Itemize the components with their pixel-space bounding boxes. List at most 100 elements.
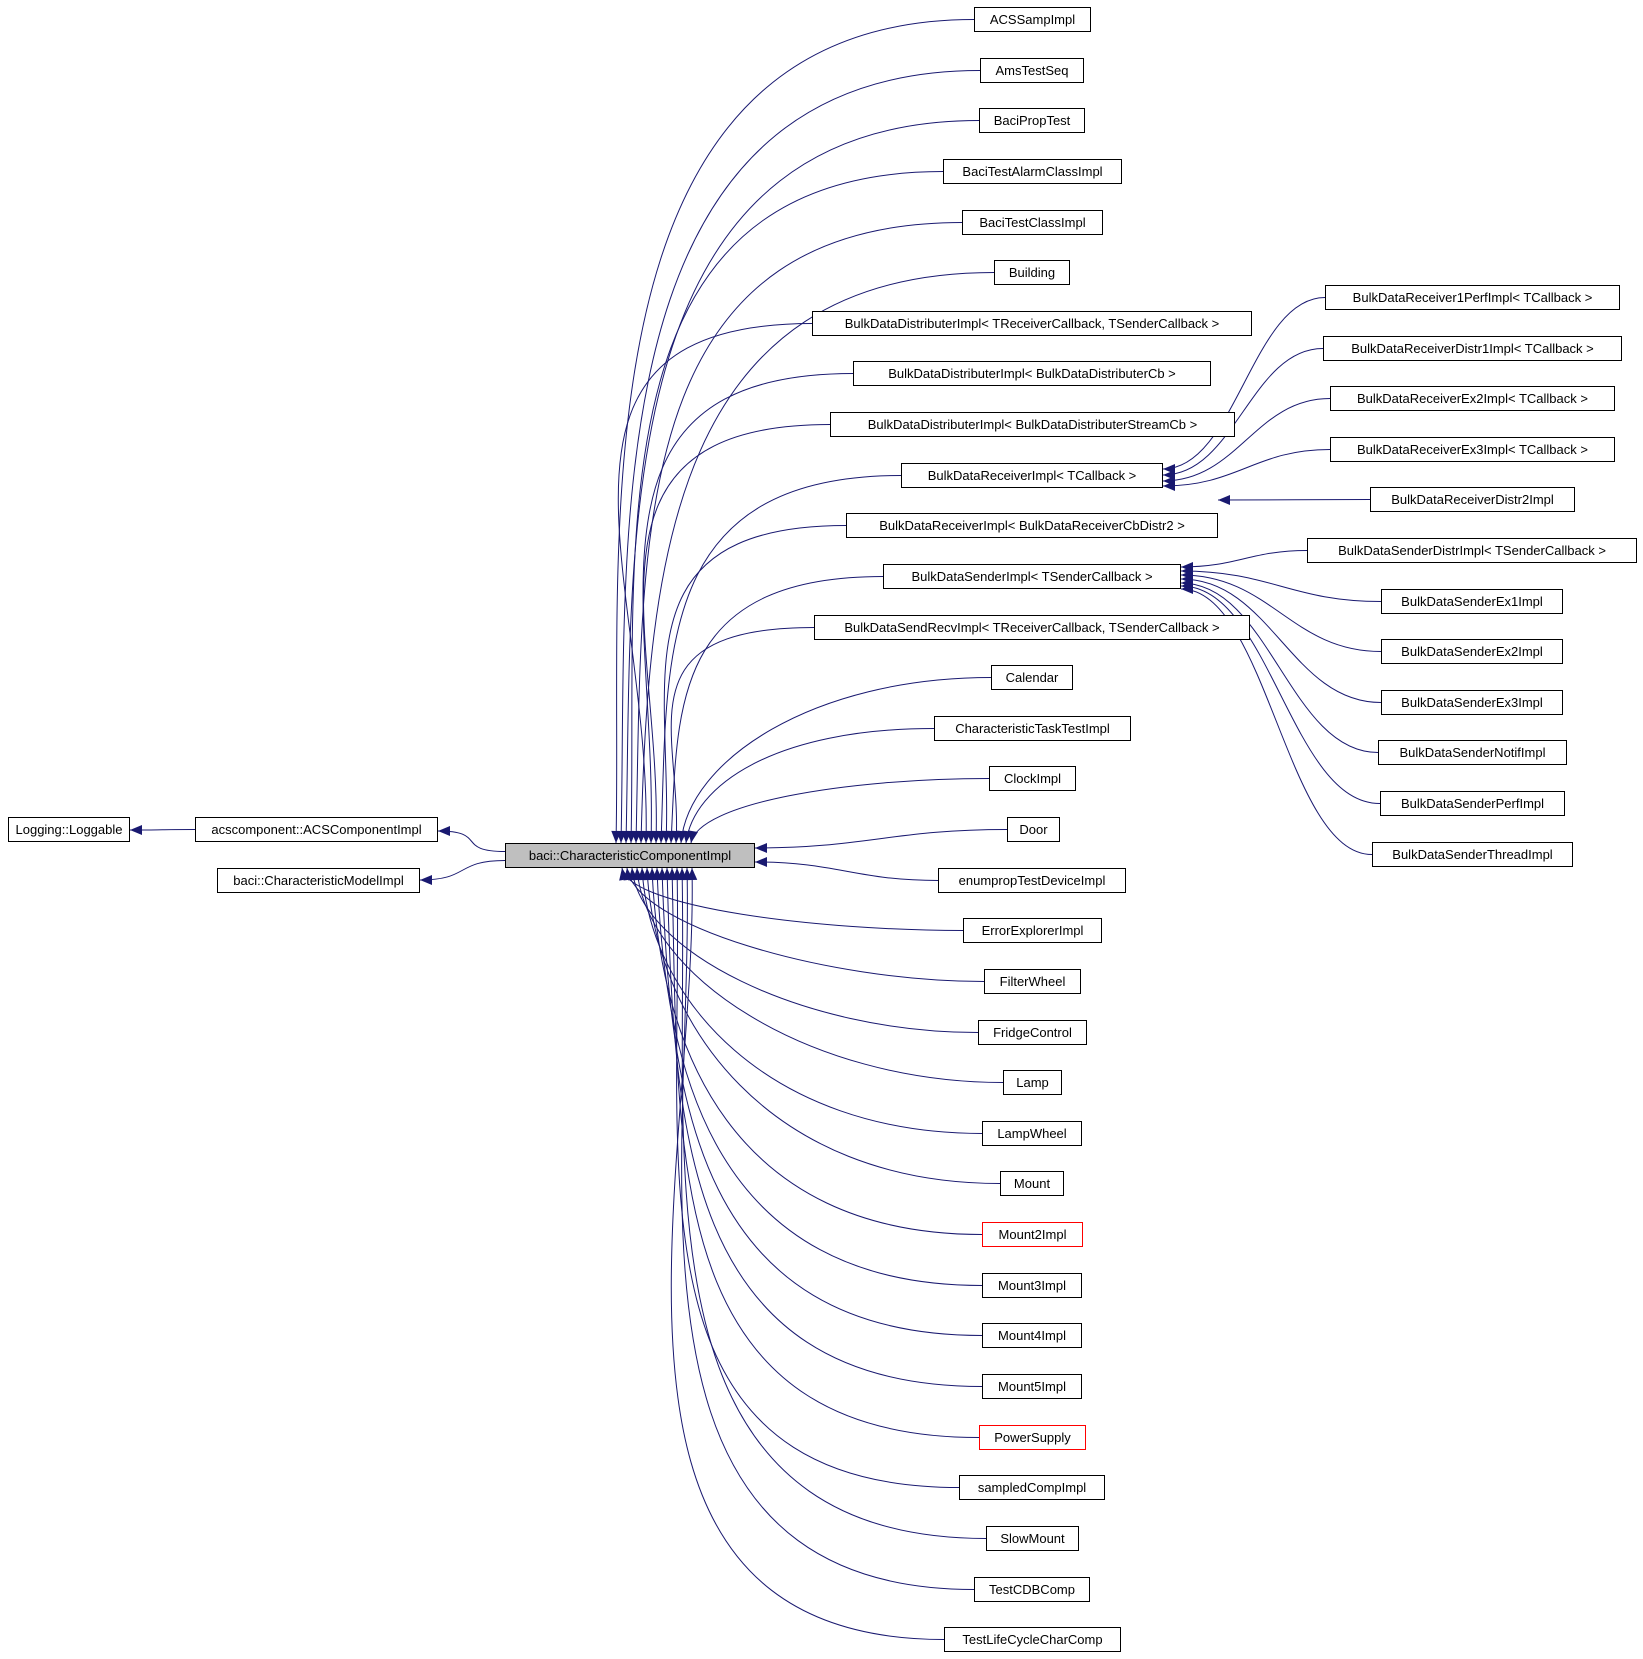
class-node-bdsr[interactable]: BulkDataSendRecvImpl< TReceiverCallback,… <box>814 615 1250 640</box>
inheritance-edge-bds-perf-to-bds-tsender <box>1180 585 1381 804</box>
class-node-lamp[interactable]: Lamp <box>1003 1070 1062 1095</box>
inheritance-edge-error-explorer-impl-to-central <box>621 867 964 931</box>
inheritance-edge-test-life-cycle-char-comp-to-central <box>670 867 945 1640</box>
inheritance-arrowhead <box>1163 481 1175 491</box>
class-node-bdr-ex3[interactable]: BulkDataReceiverEx3Impl< TCallback > <box>1330 437 1615 462</box>
class-node-char-task-test-impl[interactable]: CharacteristicTaskTestImpl <box>934 716 1131 741</box>
class-node-fridge-control[interactable]: FridgeControl <box>978 1020 1087 1045</box>
inheritance-edge-door-to-central <box>754 829 1008 849</box>
inheritance-edge-calendar-to-central <box>680 677 992 844</box>
class-node-bds-tsender[interactable]: BulkDataSenderImpl< TSenderCallback > <box>883 564 1181 589</box>
class-node-sampled-comp-impl[interactable]: sampledCompImpl <box>959 1475 1105 1500</box>
inheritance-edge-acs-samp-impl-to-central <box>615 19 975 844</box>
inheritance-edge-mount4-impl-to-central <box>661 867 983 1336</box>
class-node-acs-samp-impl[interactable]: ACSSampImpl <box>974 7 1091 32</box>
class-node-bds-ex2[interactable]: BulkDataSenderEx2Impl <box>1381 639 1563 664</box>
class-node-ams-test-seq[interactable]: AmsTestSeq <box>980 58 1084 83</box>
class-node-bdr-distr1[interactable]: BulkDataReceiverDistr1Impl< TCallback > <box>1323 336 1622 361</box>
class-node-bdd-trecv-tsend[interactable]: BulkDataDistributerImpl< TReceiverCallba… <box>812 311 1252 336</box>
class-node-building[interactable]: Building <box>994 260 1070 285</box>
class-node-lamp-wheel[interactable]: LampWheel <box>982 1121 1082 1146</box>
inheritance-edge-char-task-test-impl-to-central <box>685 728 935 844</box>
inheritance-edge-bds-notif-to-bds-tsender <box>1180 582 1379 753</box>
inheritance-arrowhead <box>755 843 767 853</box>
inheritance-arrowhead <box>1218 495 1230 505</box>
inheritance-arrowhead <box>755 857 767 867</box>
inheritance-edge-lamp-wheel-to-central <box>641 867 983 1134</box>
inheritance-edge-bds-ex2-to-bds-tsender <box>1180 574 1382 652</box>
inheritance-edge-test-cdb-comp-to-central <box>681 867 975 1590</box>
class-node-baci-test-alarm-class-impl[interactable]: BaciTestAlarmClassImpl <box>943 159 1122 184</box>
inheritance-edge-ams-test-seq-to-central <box>620 70 981 844</box>
class-node-bds-notif[interactable]: BulkDataSenderNotifImpl <box>1378 740 1567 765</box>
inheritance-edge-enumprop-test-device-impl-to-central <box>754 861 939 881</box>
class-node-bdr-tcallback[interactable]: BulkDataReceiverImpl< TCallback > <box>901 463 1163 488</box>
class-node-bds-ex3[interactable]: BulkDataSenderEx3Impl <box>1381 690 1563 715</box>
class-node-bds-ex1[interactable]: BulkDataSenderEx1Impl <box>1381 589 1563 614</box>
class-node-baci-prop-test[interactable]: BaciPropTest <box>979 108 1085 133</box>
class-node-enumprop-test-device-impl[interactable]: enumpropTestDeviceImpl <box>938 868 1126 893</box>
inheritance-arrowhead <box>688 830 698 843</box>
class-node-bdr-distr2[interactable]: BulkDataReceiverDistr2Impl <box>1370 487 1575 512</box>
class-node-modelimpl[interactable]: baci::CharacteristicModelImpl <box>217 868 420 893</box>
class-node-mount2-impl[interactable]: Mount2Impl <box>982 1222 1083 1247</box>
class-node-bds-thread[interactable]: BulkDataSenderThreadImpl <box>1372 842 1573 867</box>
class-node-bds-distr[interactable]: BulkDataSenderDistrImpl< TSenderCallback… <box>1307 538 1637 563</box>
inheritance-edge-slow-mount-to-central <box>681 867 987 1539</box>
class-node-test-cdb-comp[interactable]: TestCDBComp <box>974 1577 1090 1602</box>
inheritance-edge-bdr1-perf-to-bdr-tcallback <box>1162 297 1326 470</box>
inheritance-edge-baci-prop-test-to-central <box>625 120 980 844</box>
inheritance-edge-bdd-streamcb-to-central <box>642 424 831 844</box>
inheritance-arrowhead <box>130 825 142 835</box>
class-node-power-supply[interactable]: PowerSupply <box>979 1425 1086 1450</box>
class-node-mount3-impl[interactable]: Mount3Impl <box>982 1273 1082 1298</box>
inheritance-edge-bds-ex1-to-bds-tsender <box>1180 570 1382 602</box>
inheritance-edge-central-to-acscomponentimpl <box>437 830 506 852</box>
inheritance-edge-bdr-distr2-to-bdr-cbdistr2 <box>1217 499 1371 501</box>
class-node-bdr1-perf[interactable]: BulkDataReceiver1PerfImpl< TCallback > <box>1325 285 1620 310</box>
inheritance-edge-bdr-tcallback-to-central <box>660 475 902 844</box>
inheritance-edge-bdd-cb-to-central <box>642 373 854 844</box>
inheritance-edge-central-to-modelimpl <box>419 860 506 881</box>
inheritance-edge-bds-distr-to-bds-tsender <box>1180 550 1308 568</box>
class-node-bdd-streamcb[interactable]: BulkDataDistributerImpl< BulkDataDistrib… <box>830 412 1235 437</box>
class-node-mount5-impl[interactable]: Mount5Impl <box>982 1374 1082 1399</box>
inheritance-edge-power-supply-to-central <box>671 867 980 1438</box>
inheritance-edge-filter-wheel-to-central <box>626 867 985 982</box>
inheritance-edge-baci-test-alarm-class-impl-to-central <box>630 171 944 844</box>
class-node-test-life-cycle-char-comp[interactable]: TestLifeCycleCharComp <box>944 1627 1121 1652</box>
class-node-central: baci::CharacteristicComponentImpl <box>505 843 755 868</box>
inheritance-edge-bds-thread-to-bds-tsender <box>1180 588 1373 855</box>
inheritance-edge-clock-impl-to-central <box>690 778 990 844</box>
inheritance-edge-mount-to-central <box>646 867 1001 1184</box>
inheritance-arrowhead <box>420 875 432 885</box>
class-node-bds-perf[interactable]: BulkDataSenderPerfImpl <box>1380 791 1565 816</box>
class-node-error-explorer-impl[interactable]: ErrorExplorerImpl <box>963 918 1102 943</box>
class-node-clock-impl[interactable]: ClockImpl <box>989 766 1076 791</box>
inheritance-arrowhead <box>687 868 698 881</box>
inheritance-edge-baci-test-class-impl-to-central <box>635 222 963 844</box>
inheritance-edge-bds-tsender-to-central <box>670 576 884 844</box>
inheritance-edge-bdd-trecv-tsend-to-central <box>617 323 813 844</box>
class-node-mount4-impl[interactable]: Mount4Impl <box>982 1323 1082 1348</box>
class-node-door[interactable]: Door <box>1007 817 1060 842</box>
class-node-filter-wheel[interactable]: FilterWheel <box>984 969 1081 994</box>
inheritance-arrowhead <box>1181 584 1193 594</box>
inheritance-edge-fridge-control-to-central <box>631 867 979 1033</box>
class-node-calendar[interactable]: Calendar <box>991 665 1073 690</box>
class-node-acscomponentimpl[interactable]: acscomponent::ACSComponentImpl <box>195 817 438 842</box>
inheritance-edge-bdr-distr1-to-bdr-tcallback <box>1162 348 1324 476</box>
inheritance-edge-bds-ex3-to-bds-tsender <box>1180 578 1382 703</box>
class-node-loggable[interactable]: Logging::Loggable <box>8 817 130 842</box>
class-node-bdr-ex2[interactable]: BulkDataReceiverEx2Impl< TCallback > <box>1330 386 1615 411</box>
class-node-bdr-cbdistr2[interactable]: BulkDataReceiverImpl< BulkDataReceiverCb… <box>846 513 1218 538</box>
class-node-baci-test-class-impl[interactable]: BaciTestClassImpl <box>962 210 1103 235</box>
class-node-mount[interactable]: Mount <box>1000 1171 1064 1196</box>
inheritance-edge-building-to-central <box>640 272 995 844</box>
inheritance-edge-bdr-ex3-to-bdr-tcallback <box>1162 449 1331 487</box>
class-node-slow-mount[interactable]: SlowMount <box>986 1526 1079 1551</box>
class-node-bdd-cb[interactable]: BulkDataDistributerImpl< BulkDataDistrib… <box>853 361 1211 386</box>
inheritance-arrowhead <box>438 826 450 836</box>
